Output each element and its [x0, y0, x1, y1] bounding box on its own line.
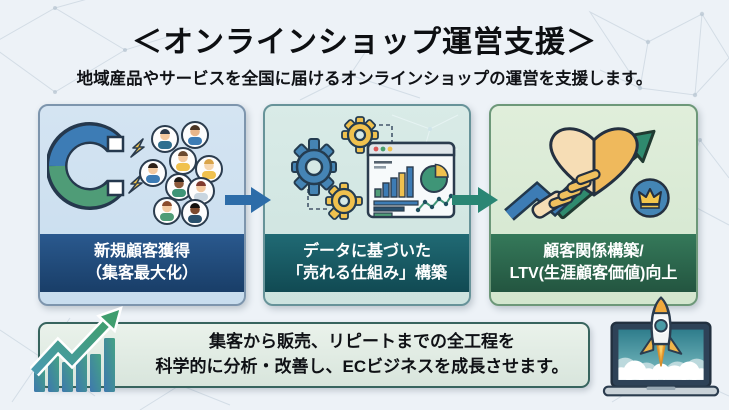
- flow-arrow-2-icon: [452, 187, 498, 213]
- footer-line-2: 科学的に分析・改善し、ECビジネスを成長させます。: [155, 357, 569, 376]
- handshake-heart-growth-icon: [491, 106, 696, 234]
- step-card-ltv: 顧客関係構築/ LTV(生涯顧客価値)向上: [489, 104, 698, 306]
- page-subtitle: 地域産品やサービスを全国に届けるオンラインショップの運営を支援します。: [76, 70, 653, 88]
- gear-blue: [291, 138, 337, 196]
- page-title: ＜オンラインショップ運営支援＞: [132, 26, 597, 59]
- step-card-data-system: データに基づいた 「売れる仕組み」構築: [263, 104, 471, 306]
- gear-yellow-bottom: [325, 182, 363, 220]
- growth-bar-chart-arrow-icon: [30, 306, 123, 392]
- footer-line-1: 集客から販売、リピートまでの全工程を: [209, 332, 515, 352]
- gears-analytics-dashboard-icon: [265, 106, 469, 234]
- laptop-rocket-launch-icon: [602, 296, 720, 397]
- customer-avatars: [139, 121, 223, 227]
- magnet-attracting-customers-icon: [40, 106, 244, 234]
- lightning-bolt-icon: [128, 138, 145, 194]
- dashboard-window: [366, 141, 456, 219]
- flow-arrow-1-icon: [225, 187, 271, 213]
- step-card-acquisition-label: 新規顧客獲得 （集客最大化）: [40, 234, 244, 292]
- step-card-acquisition: 新規顧客獲得 （集客最大化）: [38, 104, 246, 306]
- footer-banner: 集客から販売、リピートまでの全工程を 科学的に分析・改善し、ECビジネスを成長さ…: [38, 322, 590, 388]
- step-card-data-system-label: データに基づいた 「売れる仕組み」構築: [265, 234, 469, 292]
- crown-badge-icon: [629, 178, 670, 218]
- step-card-ltv-label: 顧客関係構築/ LTV(生涯顧客価値)向上: [491, 234, 696, 292]
- gear-yellow-top: [341, 116, 379, 154]
- heart-handshake: [530, 127, 639, 219]
